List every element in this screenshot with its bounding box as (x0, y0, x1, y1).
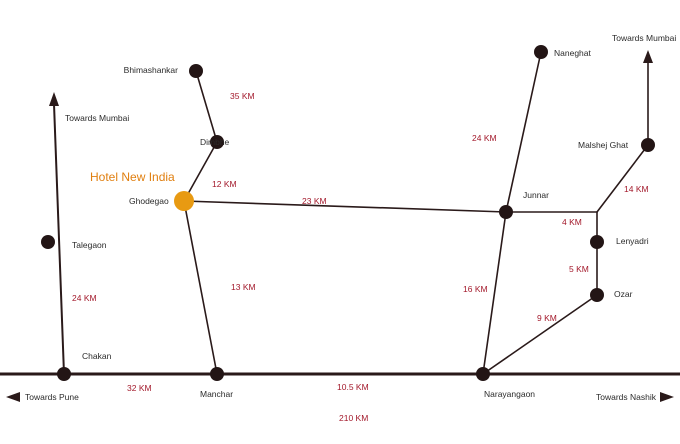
label-ghodegao: Ghodegao (129, 196, 169, 206)
dist-ozar-narayangaon: 9 KM (537, 313, 557, 323)
dist-ghodegao-manchar: 13 KM (231, 282, 256, 292)
node-ghodegao-hotel (174, 191, 194, 211)
dist-talegaon-chakan: 24 KM (72, 293, 97, 303)
dist-pune-nashik-total: 210 KM (339, 413, 368, 423)
arrow-right-icon (660, 392, 674, 402)
arrow-up-icon (643, 50, 653, 63)
direction-labels: Towards Mumbai Towards Mumbai Towards Pu… (25, 33, 676, 402)
node-bhimashankar (189, 64, 203, 78)
label-naneghat: Naneghat (554, 48, 592, 58)
arrow-left-icon (6, 392, 20, 402)
direction-arrows (6, 50, 674, 402)
road-chakan-talegaon-mumbai (53, 103, 65, 375)
node-junnar (499, 205, 513, 219)
label-towards-nashik: Towards Nashik (596, 392, 657, 402)
road-bhimashankar-dimbhe (195, 70, 218, 143)
dist-ghodegao-junnar: 23 KM (302, 196, 327, 206)
node-manchar (210, 367, 224, 381)
label-junnar: Junnar (523, 190, 549, 200)
label-dimbhe: Dimbhe (200, 137, 230, 147)
node-chakan (57, 367, 71, 381)
road-junction-malshej (596, 144, 649, 213)
label-lenyadri: Lenyadri (616, 236, 649, 246)
road-junnar-narayangaon (482, 211, 507, 375)
dist-manchar-narayangaon: 10.5 KM (337, 382, 369, 392)
label-chakan: Chakan (82, 351, 112, 361)
dist-chakan-manchar: 32 KM (127, 383, 152, 393)
label-towards-pune: Towards Pune (25, 392, 79, 402)
hotel-label: Hotel New India (90, 170, 175, 184)
label-towards-mumbai-west: Towards Mumbai (65, 113, 129, 123)
label-narayangaon: Narayangaon (484, 389, 535, 399)
place-labels: Bhimashankar Dimbhe Ghodegao Talegaon Ch… (72, 48, 649, 399)
road-ghodegao-junnar (183, 200, 507, 213)
distance-labels: 35 KM 12 KM 23 KM 13 KM 24 KM 32 KM 10.5… (72, 91, 649, 423)
road-ghodegao-manchar (183, 200, 218, 375)
node-narayangaon (476, 367, 490, 381)
dist-lenyadri-ozar: 5 KM (569, 264, 589, 274)
node-naneghat (534, 45, 548, 59)
roads (0, 51, 680, 376)
label-ozar: Ozar (614, 289, 633, 299)
label-talegaon: Talegaon (72, 240, 107, 250)
road-ozar-narayangaon (482, 294, 598, 375)
road-naneghat-junnar (505, 51, 542, 213)
dist-junnar-narayangaon: 16 KM (463, 284, 488, 294)
dist-malshej-junction: 14 KM (624, 184, 649, 194)
dist-junnar-lenyadri: 4 KM (562, 217, 582, 227)
label-malshej-ghat: Malshej Ghat (578, 140, 629, 150)
node-dimbhe (210, 135, 224, 149)
place-markers (41, 45, 655, 381)
dist-dimbhe-ghodegao: 12 KM (212, 179, 237, 189)
label-manchar: Manchar (200, 389, 233, 399)
arrow-up-icon (49, 92, 59, 106)
label-bhimashankar: Bhimashankar (124, 65, 179, 75)
label-towards-mumbai-east: Towards Mumbai (612, 33, 676, 43)
node-malshej-ghat (641, 138, 655, 152)
node-ozar (590, 288, 604, 302)
dist-naneghat-junnar: 24 KM (472, 133, 497, 143)
road-dimbhe-ghodegao (183, 141, 218, 202)
dist-bhimashankar-dimbhe: 35 KM (230, 91, 255, 101)
node-lenyadri (590, 235, 604, 249)
node-talegaon (41, 235, 55, 249)
